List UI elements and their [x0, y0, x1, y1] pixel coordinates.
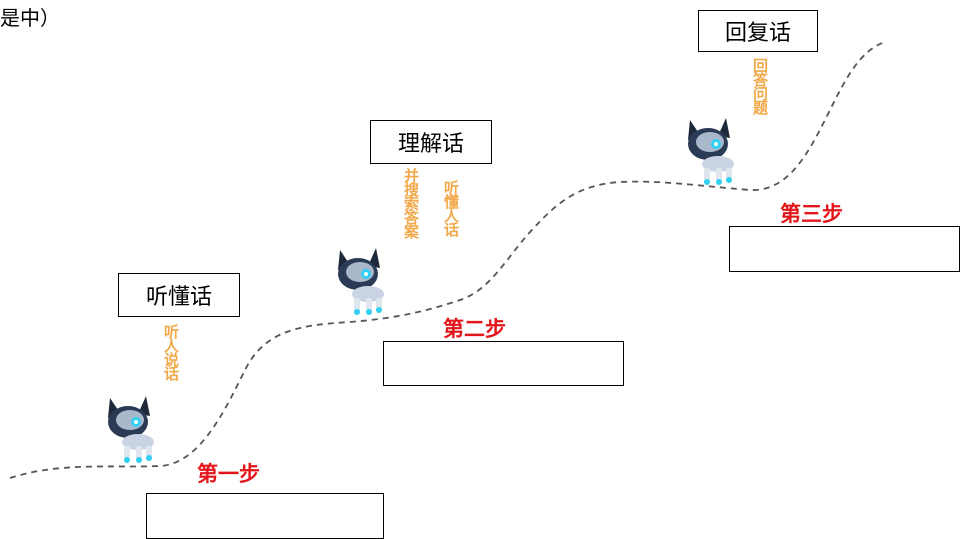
robot-dog-icon — [100, 390, 162, 464]
step3-label: 第三步 — [780, 202, 843, 226]
step3-title-box: 回复话 — [698, 10, 818, 52]
step2-label: 第二步 — [443, 317, 506, 341]
step2-title-box: 理解话 — [370, 120, 492, 164]
step2-caption-a: 听懂人话 — [442, 180, 460, 236]
robot-dog-icon — [680, 112, 742, 186]
corner-text: 是中） — [0, 6, 60, 30]
step1-answer-box[interactable] — [146, 493, 384, 539]
step3-caption: 回答问题 — [751, 58, 769, 114]
step1-caption: 听人说话 — [162, 324, 180, 380]
step3-answer-box[interactable] — [729, 226, 960, 272]
robot-dog-icon — [330, 242, 392, 316]
step2-answer-box[interactable] — [383, 341, 624, 386]
step1-label: 第一步 — [197, 462, 260, 486]
step2-caption-b: 并搜索答案 — [402, 168, 420, 238]
step1-title-box: 听懂话 — [118, 273, 240, 317]
